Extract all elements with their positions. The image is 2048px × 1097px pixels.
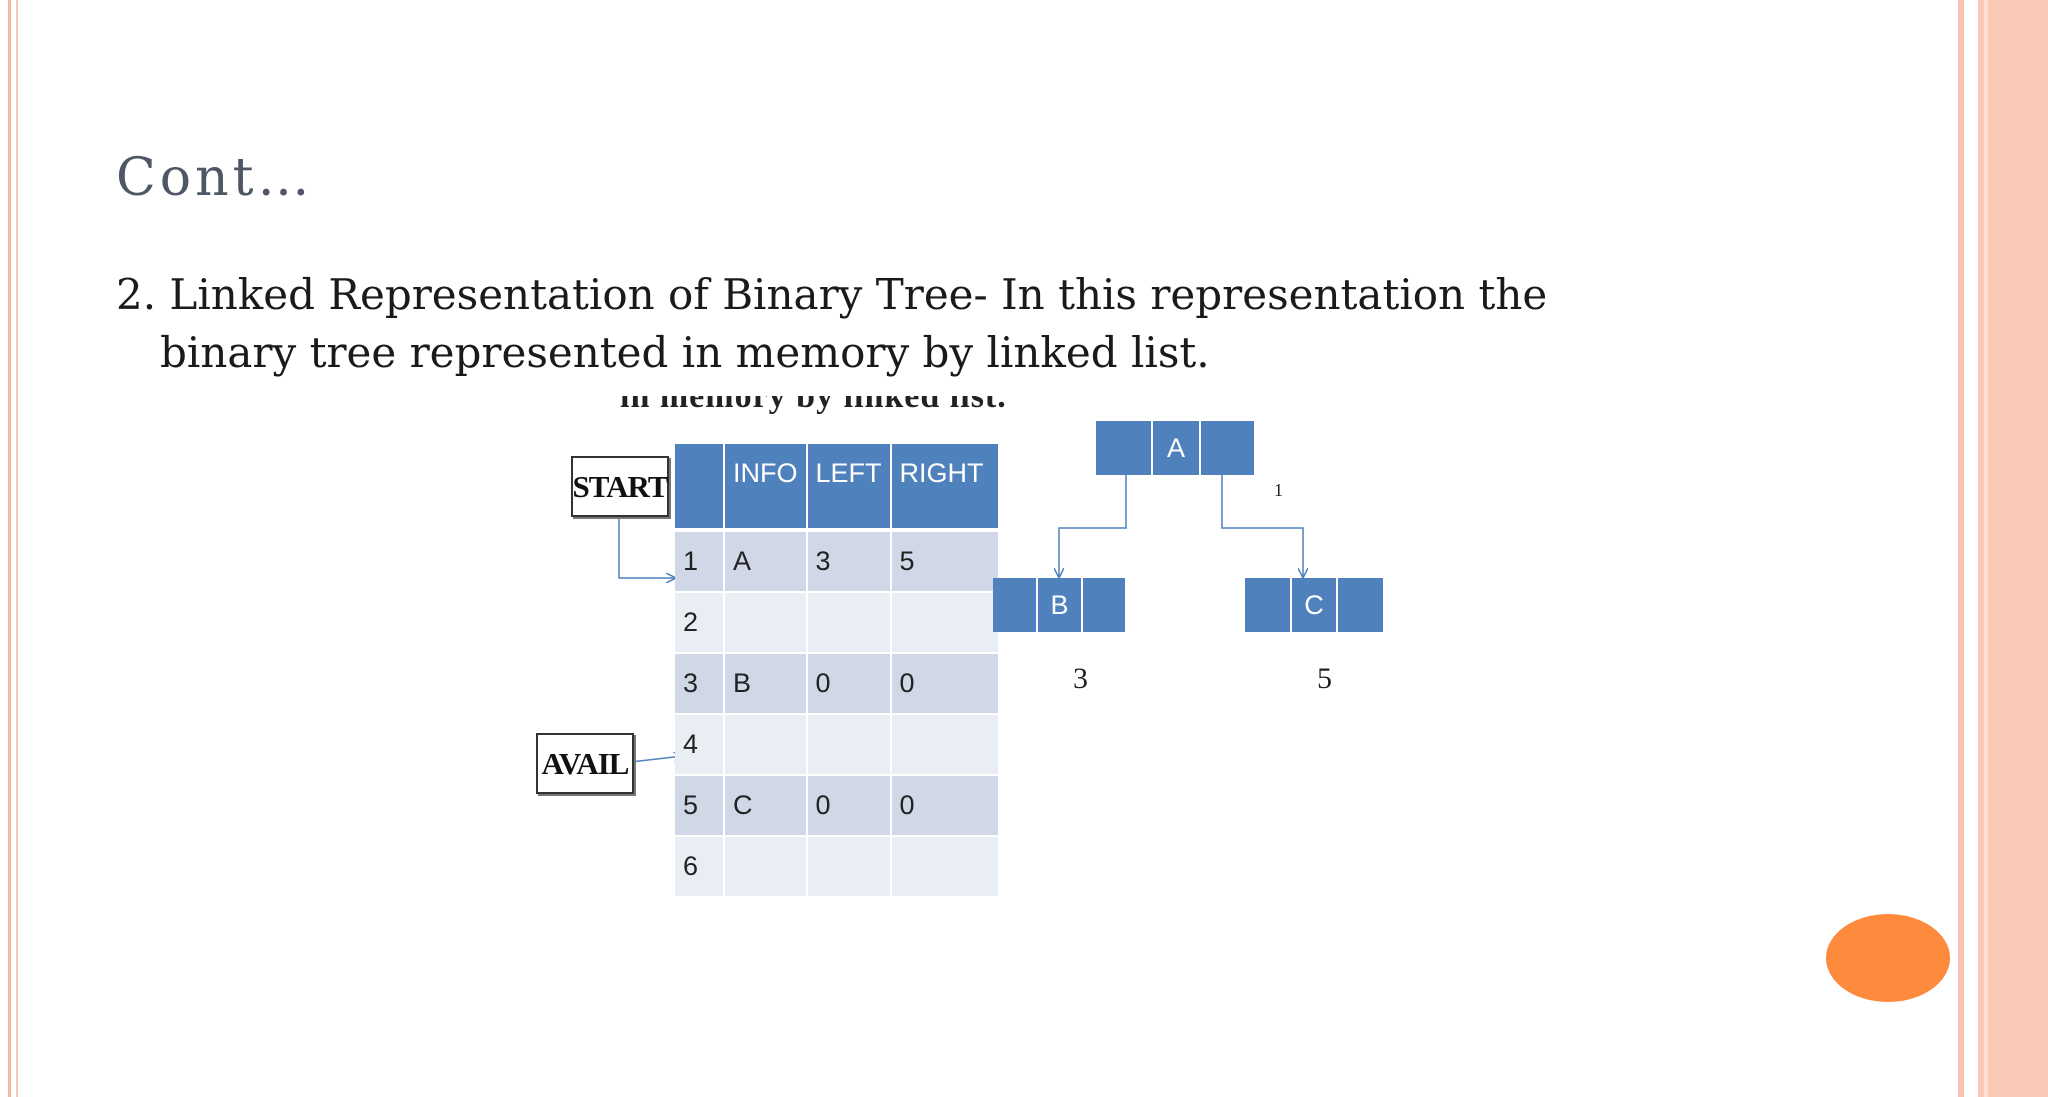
cell-info: [725, 715, 808, 776]
cell-index: 2: [675, 593, 725, 654]
tree-node-a: A: [1096, 421, 1254, 475]
node-b-label: B: [1038, 578, 1083, 632]
table-row: 6: [675, 837, 1000, 898]
table-row: 2: [675, 593, 1000, 654]
cell-left: 0: [807, 654, 892, 715]
cell-index: 3: [675, 654, 725, 715]
header-right: RIGHT: [891, 444, 1000, 532]
node-a-label: A: [1153, 421, 1201, 475]
cell-left: [807, 715, 892, 776]
cell-right: 5: [891, 532, 1000, 593]
avail-pointer-arrow: [630, 756, 683, 763]
tree-node-b: B: [993, 578, 1125, 632]
tree-right-branch: [1221, 475, 1303, 577]
cell-info: C: [725, 776, 808, 837]
cell-left: [807, 593, 892, 654]
slide-border-right-band: [1978, 0, 2048, 1097]
node-b-address: 3: [1073, 662, 1088, 695]
slide-body: 2. Linked Representation of Binary Tree-…: [116, 266, 1676, 382]
cell-left: 0: [807, 776, 892, 837]
node-c-left-pointer: [1245, 578, 1292, 632]
node-c-address: 5: [1317, 662, 1332, 695]
cell-info: [725, 593, 808, 654]
start-pointer-label: START: [571, 456, 669, 517]
cell-info: [725, 837, 808, 898]
slide-border-left: [8, 0, 11, 1097]
decorative-orange-circle: [1826, 914, 1950, 1002]
table-row: 4: [675, 715, 1000, 776]
header-left: LEFT: [807, 444, 892, 532]
header-index: [675, 444, 725, 532]
slide-border-right-band-inner: [1984, 0, 1988, 1097]
table-row: 5 C 0 0: [675, 776, 1000, 837]
slide-title: Cont…: [116, 148, 314, 208]
node-a-left-pointer: [1096, 421, 1153, 475]
tree-node-c: C: [1245, 578, 1383, 632]
diagram-cut-off-caption: in memory by linked list.: [620, 396, 1020, 420]
cell-index: 6: [675, 837, 725, 898]
slide-border-left-inner: [16, 0, 18, 1097]
body-line-2: binary tree represented in memory by lin…: [160, 328, 1210, 377]
cell-right: [891, 593, 1000, 654]
avail-pointer-label: AVAIL: [536, 733, 634, 794]
node-b-right-pointer: [1083, 578, 1125, 632]
start-pointer-arrow: [618, 514, 675, 578]
cell-index: 1: [675, 532, 725, 593]
table-row: 1 A 3 5: [675, 532, 1000, 593]
cell-right: 0: [891, 776, 1000, 837]
body-line-1: 2. Linked Representation of Binary Tree-…: [116, 270, 1548, 319]
cell-right: 0: [891, 654, 1000, 715]
cell-right: [891, 837, 1000, 898]
cell-left: 3: [807, 532, 892, 593]
diagram-cut-off-caption-text: in memory by linked list.: [620, 396, 1007, 415]
node-c-label: C: [1292, 578, 1338, 632]
node-a-address: 1: [1274, 480, 1283, 500]
table-row: 3 B 0 0: [675, 654, 1000, 715]
memory-table-header-row: INFO LEFT RIGHT: [675, 444, 1000, 532]
header-info: INFO: [725, 444, 808, 532]
cell-left: [807, 837, 892, 898]
cell-index: 5: [675, 776, 725, 837]
cell-info: A: [725, 532, 808, 593]
cell-index: 4: [675, 715, 725, 776]
cell-right: [891, 715, 1000, 776]
node-c-right-pointer: [1338, 578, 1383, 632]
cell-info: B: [725, 654, 808, 715]
node-b-left-pointer: [993, 578, 1038, 632]
slide-border-right-line: [1958, 0, 1964, 1097]
tree-left-branch: [1059, 475, 1127, 577]
node-a-right-pointer: [1201, 421, 1254, 475]
memory-table: INFO LEFT RIGHT 1 A 3 5 2 3 B 0 0 4: [675, 444, 1000, 898]
